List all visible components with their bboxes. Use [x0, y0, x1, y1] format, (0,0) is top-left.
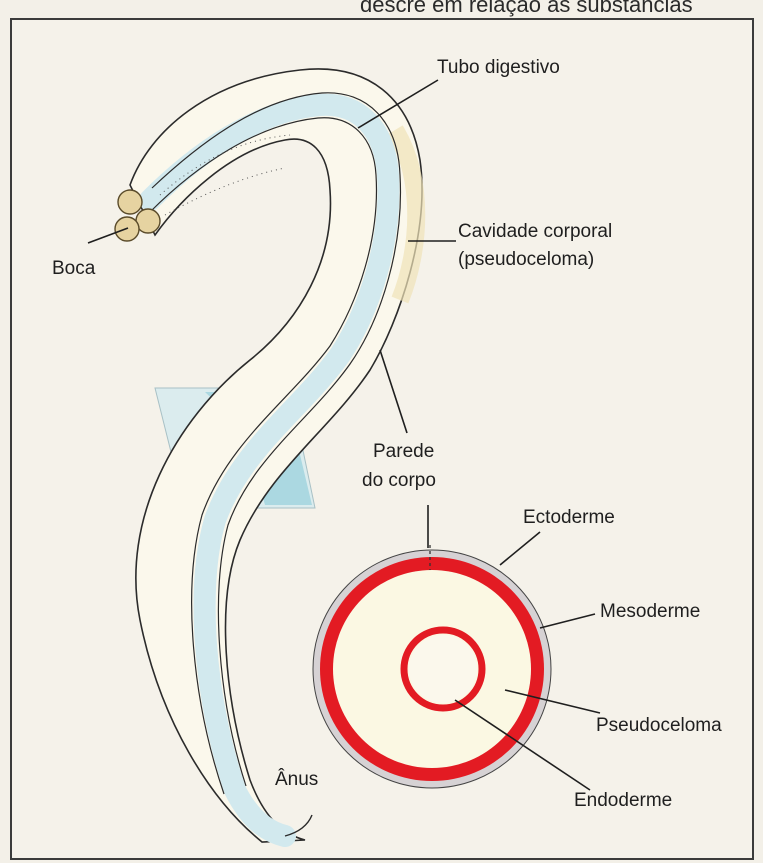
label-parede-line1: Parede	[373, 441, 434, 463]
label-anus: Ânus	[275, 769, 318, 791]
label-boca: Boca	[52, 258, 95, 280]
mouth-lip-1	[118, 190, 142, 214]
label-parede-line2: do corpo	[362, 470, 436, 492]
leader-ectoderme	[500, 532, 540, 565]
label-mesoderme: Mesoderme	[600, 601, 700, 623]
leader-parede	[380, 350, 407, 433]
cross-section	[313, 545, 551, 788]
gut-lumen	[409, 635, 477, 703]
label-pseudoceloma: Pseudoceloma	[596, 715, 722, 737]
label-endoderme: Endoderme	[574, 790, 672, 812]
label-cavidade-line2: (pseudoceloma)	[458, 249, 594, 271]
label-ectoderme: Ectoderme	[523, 507, 615, 529]
label-tubo-digestivo: Tubo digestivo	[437, 57, 560, 79]
leader-mesoderme	[540, 614, 595, 628]
label-cavidade-line1: Cavidade corporal	[458, 221, 612, 243]
